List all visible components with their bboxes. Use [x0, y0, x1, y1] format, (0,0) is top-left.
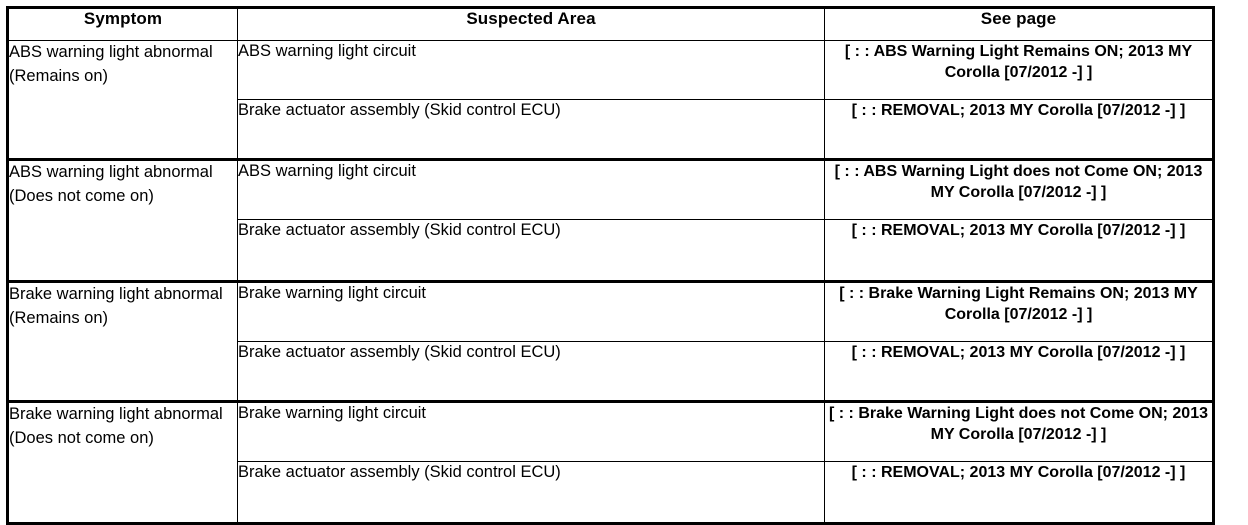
see-page-cell: [ : : ABS Warning Light Remains ON; 2013… [824, 40, 1214, 100]
see-page-cell: [ : : REMOVAL; 2013 MY Corolla [07/2012 … [824, 461, 1214, 524]
see-page-cell: [ : : Brake Warning Light Remains ON; 20… [824, 280, 1214, 342]
symptom-cell: Brake warning light abnormal (Does not c… [7, 400, 238, 524]
suspected-area-cell: Brake actuator assembly (Skid control EC… [237, 461, 825, 524]
table-row: Brake actuator assembly (Skid control EC… [8, 341, 1214, 402]
see-page-cell: [ : : REMOVAL; 2013 MY Corolla [07/2012 … [824, 99, 1214, 160]
table-header-row: Symptom Suspected Area See page [7, 7, 1214, 41]
symptom-diagnosis-table: Symptom Suspected Area See page ABS warn… [6, 6, 1215, 525]
symptom-cell: ABS warning light abnormal (Remains on) [7, 40, 238, 160]
table-row: Brake warning light abnormal (Does not c… [7, 400, 1214, 524]
table-header: Symptom Suspected Area See page [7, 7, 1214, 41]
see-page-cell: [ : : ABS Warning Light does not Come ON… [824, 158, 1214, 220]
table-row: ABS warning light abnormal (Does not com… [7, 158, 1214, 282]
see-page-cell: [ : : Brake Warning Light does not Come … [824, 400, 1214, 462]
table-row: Brake warning light abnormal (Remains on… [7, 280, 1214, 402]
document-page: Symptom Suspected Area See page ABS warn… [6, 6, 1215, 525]
suspected-area-cell: Brake actuator assembly (Skid control EC… [237, 341, 825, 402]
column-header-see-page: See page [824, 7, 1214, 41]
table-row: ABS warning light abnormal (Remains on) … [7, 40, 1214, 160]
column-header-suspected-area: Suspected Area [237, 7, 825, 41]
suspected-area-cell: Brake warning light circuit [237, 280, 825, 342]
suspected-area-cell: ABS warning light circuit [237, 40, 825, 100]
table-body: ABS warning light abnormal (Remains on) … [7, 40, 1214, 524]
column-header-symptom: Symptom [7, 7, 238, 41]
suspected-area-cell: Brake actuator assembly (Skid control EC… [237, 99, 825, 160]
suspected-area-cell: Brake warning light circuit [237, 400, 825, 462]
symptom-cell: ABS warning light abnormal (Does not com… [7, 158, 238, 282]
see-page-cell: [ : : REMOVAL; 2013 MY Corolla [07/2012 … [824, 341, 1214, 402]
table-row: Brake actuator assembly (Skid control EC… [8, 219, 1214, 282]
suspected-area-cell: Brake actuator assembly (Skid control EC… [237, 219, 825, 282]
see-page-cell: [ : : REMOVAL; 2013 MY Corolla [07/2012 … [824, 219, 1214, 282]
symptom-cell: Brake warning light abnormal (Remains on… [7, 280, 238, 402]
suspected-area-cell: ABS warning light circuit [237, 158, 825, 220]
table-row: Brake actuator assembly (Skid control EC… [8, 99, 1214, 160]
